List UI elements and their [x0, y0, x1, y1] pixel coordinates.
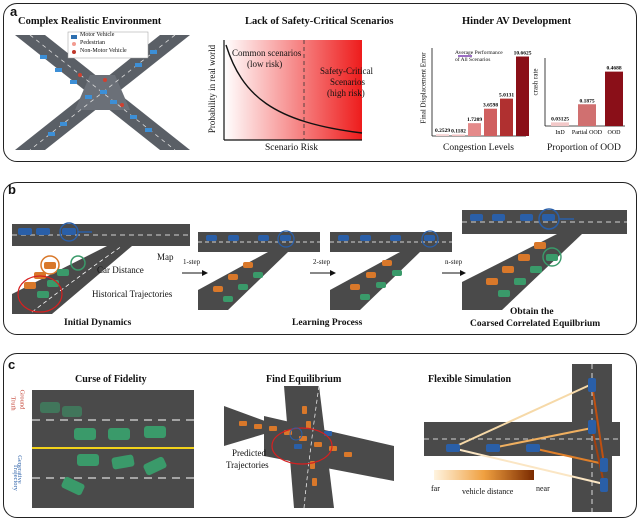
- risk-common: Common scenarios: [232, 48, 302, 58]
- c-near: near: [536, 484, 550, 493]
- legend-pedestrian: Pedestrian: [80, 40, 105, 46]
- c-vdist: vehicle distance: [462, 487, 514, 496]
- scene-final: [462, 208, 627, 310]
- risk-critical-2: Scenarios: [330, 77, 365, 87]
- fde-bar-label: 1.7209: [467, 117, 482, 123]
- c-trajectory: Trajectory: [11, 464, 19, 491]
- crash-bar-label: 0.4688: [606, 66, 621, 72]
- step-arrows: [182, 270, 466, 276]
- fde-bar-label: 3.6598: [483, 103, 498, 109]
- c-find-title: Find Equilibrium: [266, 374, 342, 385]
- fidelity-road: [32, 390, 194, 508]
- risk-critical: Safety-Critical: [320, 66, 373, 76]
- crash-bar: [605, 71, 623, 126]
- fde-ylabel: Final Displacement Error: [419, 52, 428, 124]
- env-legend-box: [67, 31, 149, 59]
- c-ground: Ground: [18, 389, 26, 410]
- hinder-title: Hinder AV Development: [462, 16, 572, 27]
- c-truth: Truth: [9, 396, 17, 411]
- legend-non-motor-vehicle: Non-Motor Vehicle: [80, 48, 127, 54]
- b-step1: 1-step: [183, 258, 201, 266]
- risk-xlabel: Scenario Risk: [265, 143, 319, 153]
- b-obtain: Obtain the: [510, 307, 554, 317]
- c-fidelity-title: Curse of Fidelity: [75, 374, 147, 385]
- fde-bar: [516, 56, 529, 136]
- crash-ylabel: crash rate: [531, 68, 540, 96]
- crash-category-label: Partial OOD: [572, 130, 603, 136]
- scene-step1: [198, 230, 320, 310]
- risk-chart: [223, 40, 363, 141]
- c-far: far: [431, 484, 440, 493]
- equilibrium-intersection: [224, 385, 394, 509]
- fde-bar: [452, 134, 465, 136]
- crash-bar-label: 0.1875: [579, 98, 594, 104]
- fde-bar-label: 0.1182: [451, 129, 466, 135]
- c-flexible-title: Flexible Simulation: [428, 374, 512, 385]
- fde-bar: [468, 123, 481, 136]
- c-predicted: Predicted: [232, 448, 266, 458]
- fde-bar-label: 5.0131: [499, 93, 514, 99]
- fde-bar: [436, 134, 449, 136]
- crash-bar-label: 0.03125: [551, 116, 569, 122]
- b-initial: Initial Dynamics: [64, 318, 132, 328]
- panel-c-label: c: [8, 357, 16, 372]
- crash-xlabel: Proportion of OOD: [547, 143, 621, 153]
- panel-b-label: b: [8, 182, 16, 197]
- fde-bar-label: 10.6625: [514, 51, 532, 57]
- fde-legend: Average Performance of All Scenarios: [455, 50, 503, 63]
- b-learning: Learning Process: [292, 318, 363, 328]
- crash-bar: [551, 122, 569, 126]
- risk-ylabel: Probability in real world: [207, 44, 218, 134]
- fde-xlabel: Congestion Levels: [443, 143, 514, 153]
- env-title: Complex Realistic Environment: [18, 16, 162, 27]
- crash-category-label: InD: [555, 130, 565, 136]
- risk-common-sub: (low risk): [247, 59, 283, 69]
- fde-bar: [484, 108, 497, 136]
- b-equilibrium: Coarsed Correlated Equilbrium: [470, 319, 601, 329]
- crash-category-label: OOD: [608, 130, 622, 136]
- b-historical: Historical Trajectories: [92, 289, 173, 299]
- intersection-illustration: [15, 34, 190, 151]
- scene-initial: [12, 222, 190, 314]
- flexible-sim: [424, 364, 620, 512]
- c-trajectories: Trajectories: [226, 460, 269, 470]
- fde-bar: [500, 98, 513, 136]
- scene-step2: [330, 230, 452, 310]
- b-stepn: n-step: [445, 258, 463, 266]
- b-map-label: Map: [157, 252, 174, 262]
- b-car-distance: Car Distance: [97, 265, 144, 275]
- legend-motor-vehicle: Motor Vehicle: [80, 32, 115, 38]
- fde-bar-label: 0.2529: [435, 128, 450, 134]
- crash-bar: [578, 104, 596, 126]
- b-step2: 2-step: [313, 258, 331, 266]
- risk-critical-sub: (high risk): [327, 88, 365, 98]
- panel-a-label: a: [10, 4, 18, 19]
- risk-title: Lack of Safety-Critical Scenarios: [245, 16, 394, 27]
